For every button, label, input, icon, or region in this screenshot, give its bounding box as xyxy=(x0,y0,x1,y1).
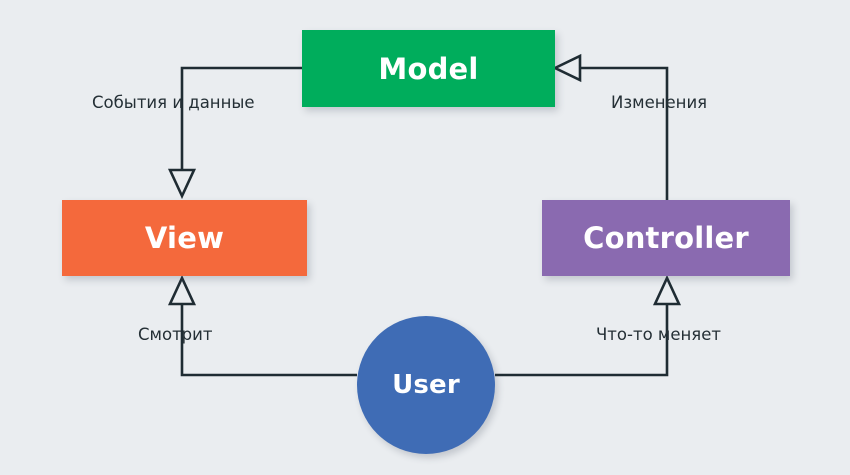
arrowhead-into-model-right xyxy=(551,53,582,83)
connector-user-to-view xyxy=(180,303,357,377)
edge-label-controller-to-model: Изменения xyxy=(611,93,708,112)
node-view-label: View xyxy=(144,221,225,255)
connector-controller-to-model xyxy=(578,66,669,200)
node-model-label: Model xyxy=(378,51,479,86)
node-controller-label: Controller xyxy=(583,221,749,255)
edge-label-user-to-view: Смотрит xyxy=(138,325,213,344)
edge-label-model-to-view: События и данные xyxy=(92,93,255,112)
connector-user-to-controller xyxy=(495,303,669,377)
node-view[interactable]: View xyxy=(62,200,307,276)
arrowhead-into-view-top xyxy=(167,168,197,200)
edge-label-user-to-controller: Что-то меняет xyxy=(596,325,721,344)
arrowhead-into-controller-bottom xyxy=(652,274,682,306)
node-model[interactable]: Model xyxy=(302,30,555,107)
node-controller[interactable]: Controller xyxy=(542,200,790,276)
node-user[interactable]: User xyxy=(357,316,495,454)
arrowhead-into-view-bottom xyxy=(167,274,197,306)
connector-model-to-view xyxy=(180,66,302,172)
node-user-label: User xyxy=(392,370,460,400)
